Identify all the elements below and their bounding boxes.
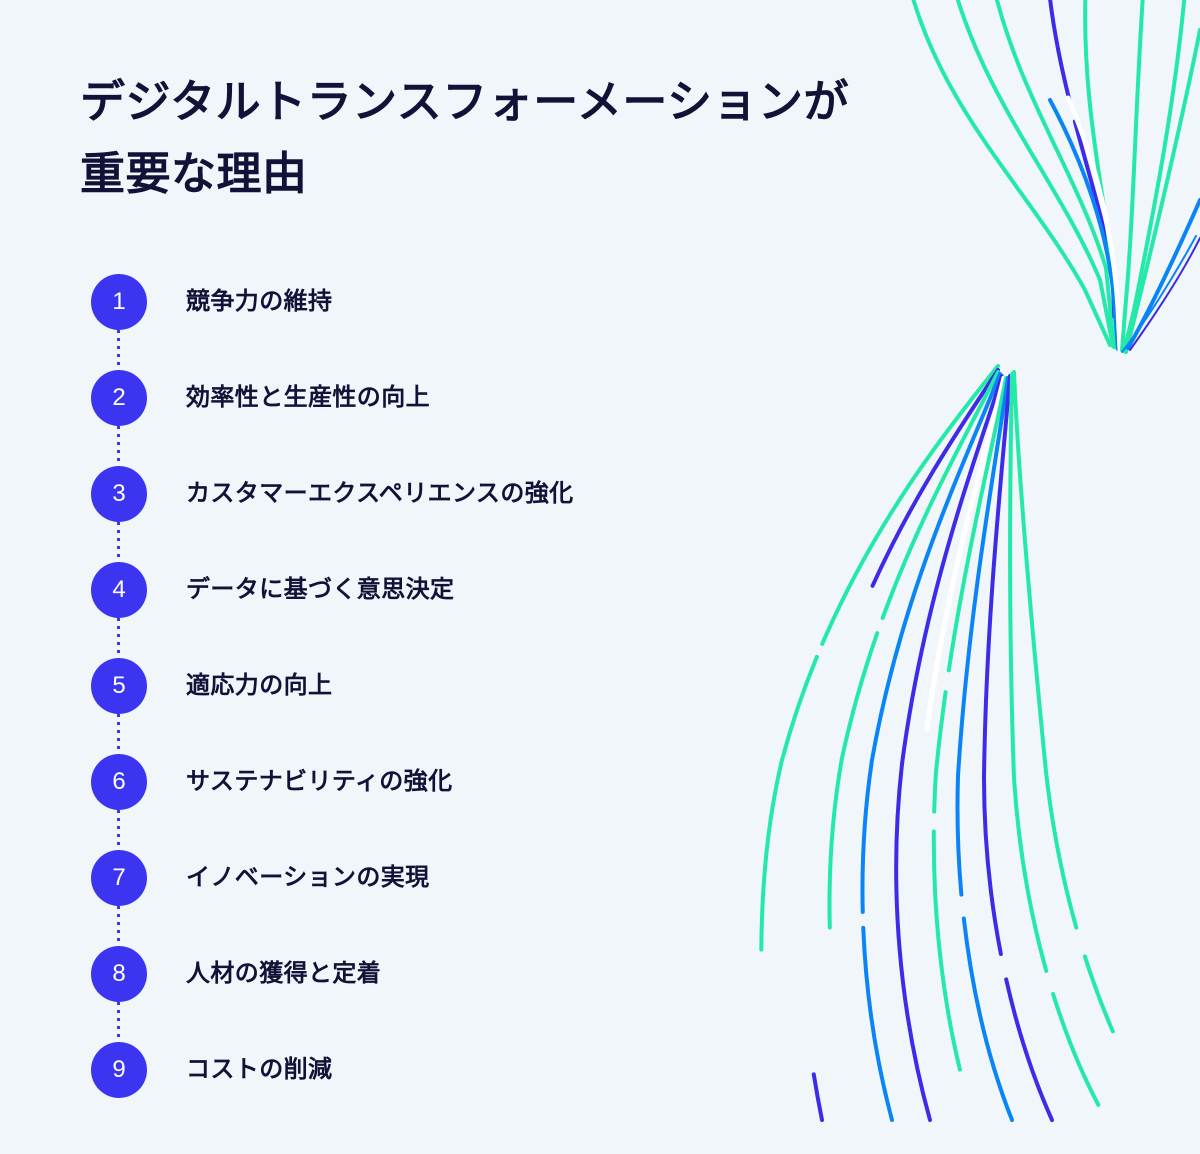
list-item[interactable]: 8 人材の獲得と定着 <box>91 946 574 1042</box>
connector-dotted-line <box>117 522 120 562</box>
step-number-badge: 2 <box>91 370 147 426</box>
step-number-badge: 5 <box>91 658 147 714</box>
list-item-label: 人材の獲得と定着 <box>186 960 382 987</box>
step-number-badge: 7 <box>91 850 147 906</box>
list-item[interactable]: 6 サステナビリティの強化 <box>91 754 574 850</box>
connector-dotted-line <box>117 426 120 466</box>
list-item-label: データに基づく意思決定 <box>186 576 455 603</box>
decorative-swoosh-top <box>900 0 1200 380</box>
connector-dotted-line <box>117 330 120 370</box>
list-item-label: コストの削減 <box>186 1056 333 1083</box>
list-item-label: カスタマーエクスペリエンスの強化 <box>186 480 574 507</box>
list-item[interactable]: 4 データに基づく意思決定 <box>91 562 574 658</box>
step-number-badge: 9 <box>91 1042 147 1098</box>
list-item-label: 効率性と生産性の向上 <box>186 384 430 411</box>
list-item[interactable]: 1 競争力の維持 <box>91 274 574 370</box>
connector-dotted-line <box>117 1002 120 1042</box>
step-number-badge: 1 <box>91 274 147 330</box>
step-number-badge: 6 <box>91 754 147 810</box>
list-item[interactable]: 3 カスタマーエクスペリエンスの強化 <box>91 466 574 562</box>
list-item-label: 競争力の維持 <box>186 288 333 315</box>
list-item[interactable]: 9 コストの削減 <box>91 1042 574 1098</box>
list-item-label: イノベーションの実現 <box>186 864 430 891</box>
page-title: デジタルトランスフォーメーションが 重要な理由 <box>80 76 850 199</box>
list-item-label: サステナビリティの強化 <box>186 768 453 795</box>
connector-dotted-line <box>117 618 120 658</box>
list-item[interactable]: 2 効率性と生産性の向上 <box>91 370 574 466</box>
connector-dotted-line <box>117 714 120 754</box>
decorative-swoosh-bottom <box>730 360 1200 1123</box>
connector-dotted-line <box>117 810 120 850</box>
reasons-list: 1 競争力の維持 2 効率性と生産性の向上 3 カスタマーエクスペリエンスの強化… <box>91 274 574 1098</box>
step-number-badge: 4 <box>91 562 147 618</box>
list-item[interactable]: 7 イノベーションの実現 <box>91 850 574 946</box>
step-number-badge: 8 <box>91 946 147 1002</box>
list-item[interactable]: 5 適応力の向上 <box>91 658 574 754</box>
list-item-label: 適応力の向上 <box>186 672 333 699</box>
step-number-badge: 3 <box>91 466 147 522</box>
connector-dotted-line <box>117 906 120 946</box>
